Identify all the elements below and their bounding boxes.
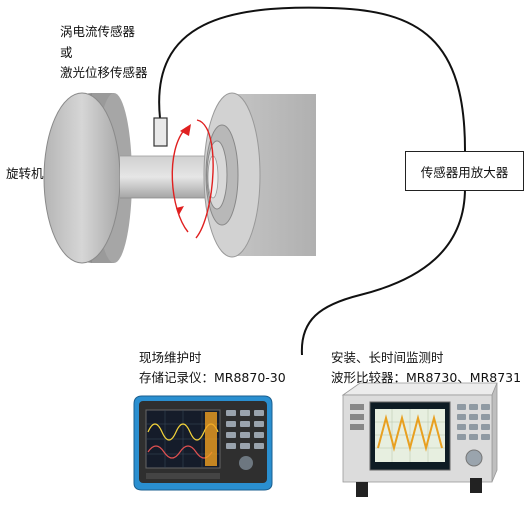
longterm-device-label: 波形比较器：MR8730、MR8731	[331, 370, 522, 385]
sensor-label-line1: 涡电流传感器	[60, 24, 136, 39]
amplifier-label: 传感器用放大器	[420, 164, 509, 180]
sensor-probe	[153, 117, 168, 147]
waveform-comparator-icon	[341, 382, 498, 497]
field-device-label: 存储记录仪：MR8870-30	[139, 370, 286, 385]
rotating-machine	[43, 92, 316, 264]
sensor-cable	[158, 6, 466, 152]
longterm-title: 安装、长时间监测时	[331, 350, 444, 365]
rotation-arrow-icon	[171, 119, 214, 239]
memory-recorder-icon	[133, 395, 273, 491]
amplifier-box: 传感器用放大器	[405, 151, 524, 191]
output-cable	[300, 187, 466, 356]
sensor-label-line2: 或	[60, 45, 73, 60]
machine-label: 旋转机	[6, 166, 44, 181]
sensor-label-line3: 激光位移传感器	[60, 65, 148, 80]
field-maintenance-title: 现场维护时	[139, 350, 202, 365]
